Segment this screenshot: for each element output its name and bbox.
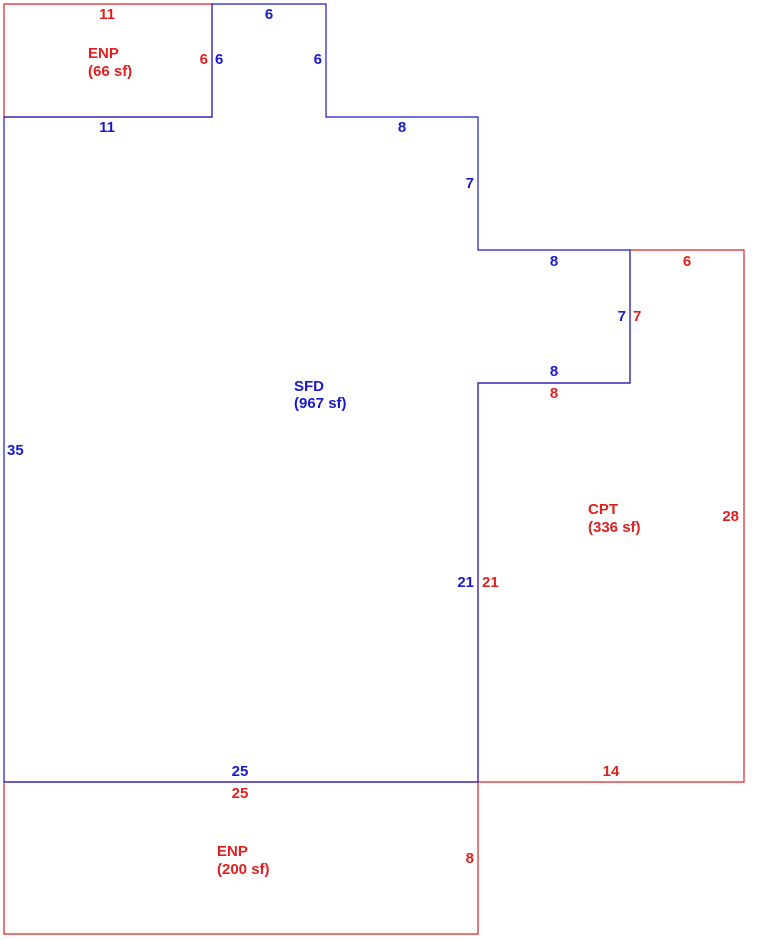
enp-bottom-code: ENP <box>217 843 248 860</box>
enp-top-size: (66 sf) <box>88 63 132 80</box>
dim-sfd-inner-height: 21 <box>457 574 474 591</box>
cpt-code: CPT <box>588 501 618 518</box>
dim-enp-bottom-width: 25 <box>232 785 249 802</box>
dim-cpt-top-width: 6 <box>683 253 691 270</box>
dim-sfd-top-left: 11 <box>99 119 115 136</box>
dim-enp-top-width: 11 <box>99 6 115 23</box>
enp-bottom-size: (200 sf) <box>217 861 270 878</box>
dim-sfd-bump-width: 6 <box>265 6 273 23</box>
dim-cpt-right-height: 28 <box>722 508 739 525</box>
dim-sfd-bump-left: 6 <box>215 51 223 68</box>
dimension-labels: 11 6 6 6 6 11 8 7 8 7 8 35 21 25 6 7 8 2… <box>7 6 739 867</box>
dim-cpt-step-height: 7 <box>633 308 641 325</box>
dim-enp-top-height: 6 <box>200 51 208 68</box>
dim-sfd-bottom-width: 25 <box>232 763 249 780</box>
dim-cpt-inner-height: 21 <box>482 574 499 591</box>
sfd-code: SFD <box>294 378 324 395</box>
dim-enp-bottom-height: 8 <box>466 850 474 867</box>
dim-sfd-notch-width: 8 <box>550 363 558 380</box>
dim-sfd-step1-height: 7 <box>466 175 474 192</box>
dim-sfd-step1-width: 8 <box>398 119 406 136</box>
sfd-size: (967 sf) <box>294 395 347 412</box>
dim-sfd-left-height: 35 <box>7 442 24 459</box>
dim-cpt-bottom-width: 14 <box>603 763 620 780</box>
sfd-outline <box>3 3 631 783</box>
cpt-size: (336 sf) <box>588 519 641 536</box>
area-labels: ENP (66 sf) SFD (967 sf) CPT (336 sf) EN… <box>88 45 641 878</box>
outlines <box>3 3 745 935</box>
dim-sfd-step2-width: 8 <box>550 253 558 270</box>
dim-sfd-step2-height: 7 <box>618 308 626 325</box>
dim-sfd-bump-right: 6 <box>314 51 322 68</box>
enp-top-code: ENP <box>88 45 119 62</box>
dim-cpt-notch-width: 8 <box>550 385 558 402</box>
